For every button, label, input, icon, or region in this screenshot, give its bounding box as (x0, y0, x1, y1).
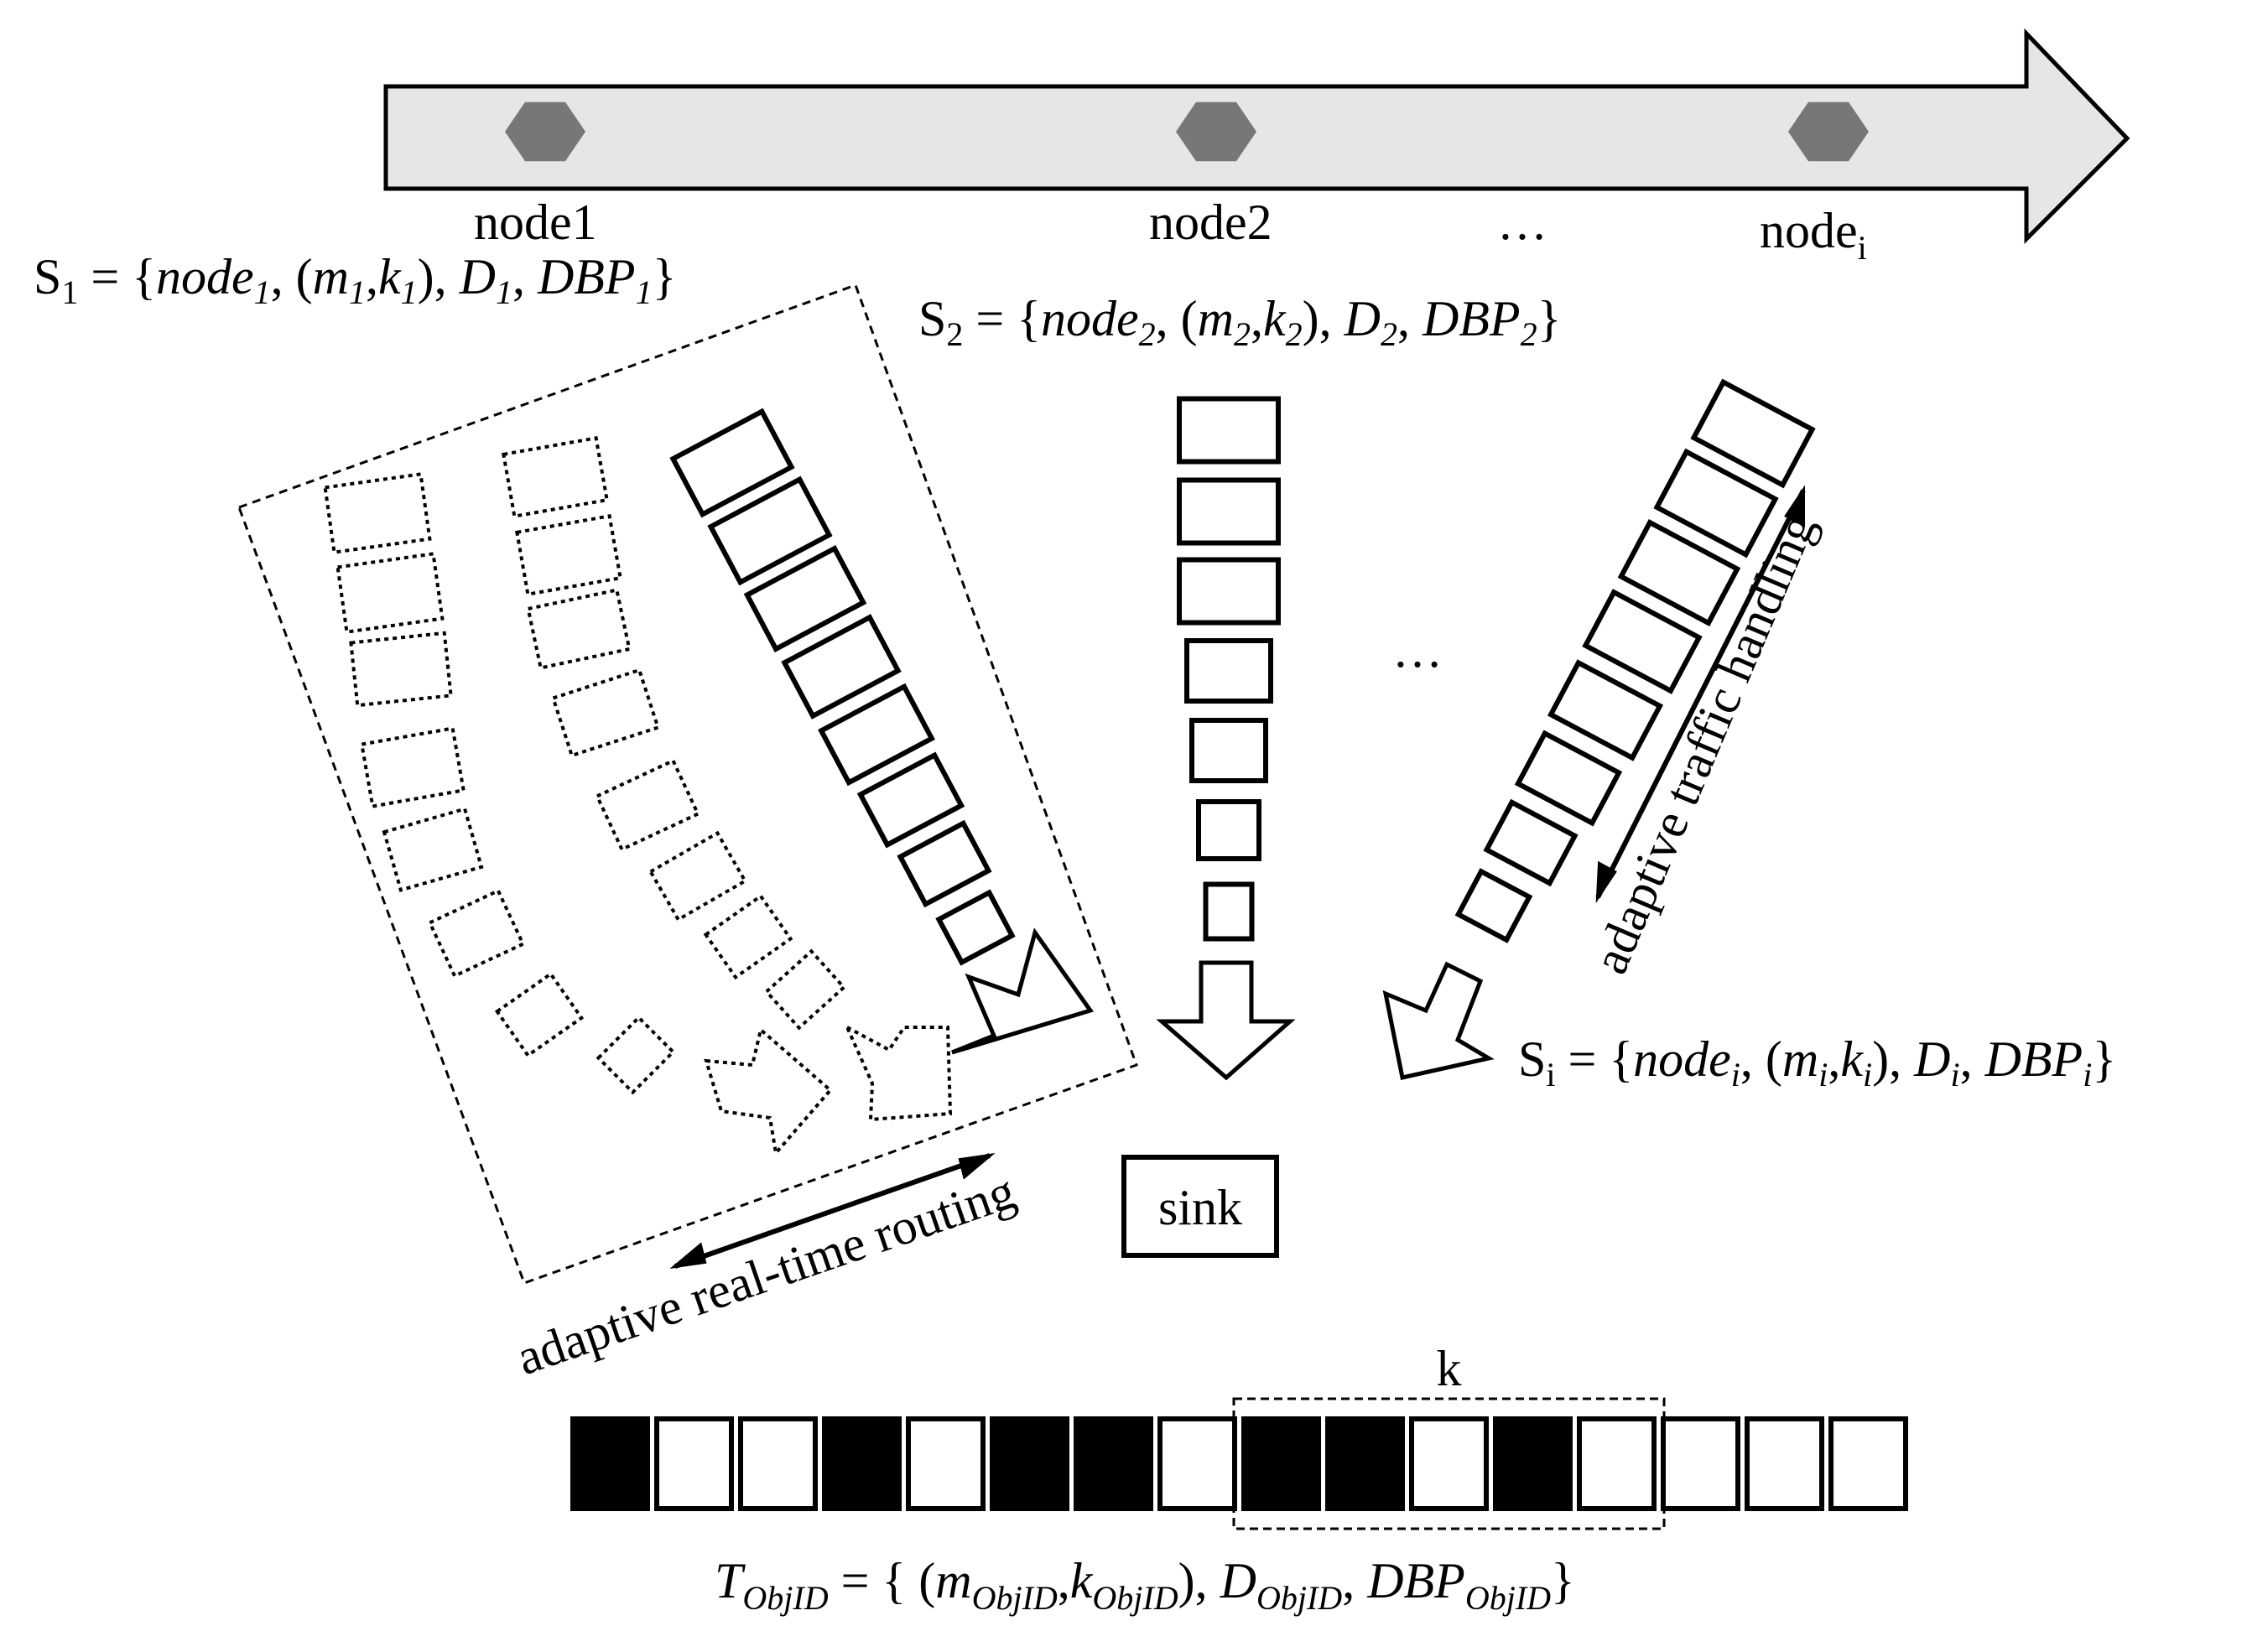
stream1-packet-0 (669, 408, 795, 518)
s2-formula: S2 = {node2, (m2,k2), D2, DBP2} (918, 291, 1561, 353)
timeline-arrow (383, 28, 2130, 245)
routing-label: adaptive real-time routing (510, 1163, 1022, 1385)
node1-label: node1 (474, 195, 597, 250)
stream3-packet-1 (1653, 448, 1779, 558)
stream1-packet-6 (897, 819, 992, 908)
routing-arrow (674, 1153, 991, 1269)
stream3-packet-4 (1547, 659, 1664, 761)
stream3-packet-3 (1582, 589, 1703, 694)
stream3-arrowhead (1382, 961, 1495, 1080)
node2-label: node2 (1149, 195, 1272, 250)
stream3-packet-7 (1454, 868, 1533, 943)
bit-cell (1074, 1416, 1153, 1511)
routing-arrow-head-right (958, 1153, 996, 1180)
stream1-packet-1 (707, 475, 833, 586)
bit-cell (1409, 1416, 1489, 1511)
dotted-a-packet-6 (494, 971, 585, 1058)
dotted-b-packet-5 (648, 830, 748, 922)
stream1-packet-5 (856, 751, 965, 849)
nodei-label: nodei (1760, 203, 1867, 267)
bit-cell (1157, 1416, 1237, 1511)
dotted-b-packet-7 (764, 948, 846, 1031)
traffic-arrow (1595, 489, 1806, 899)
stream1-packet-4 (818, 683, 935, 787)
stream2-packet-5 (1196, 799, 1261, 861)
bit-cell (1241, 1416, 1321, 1511)
stream2-packet-2 (1177, 557, 1281, 626)
stream3-packet-0 (1690, 378, 1816, 489)
dotted-a-packet-7 (596, 1015, 676, 1095)
sink-box (1121, 1155, 1279, 1258)
dotted-arrowhead-2 (843, 1023, 953, 1122)
stream1-packet-3 (781, 614, 902, 720)
bit-cell (822, 1416, 902, 1511)
stream2-packet-3 (1184, 638, 1273, 704)
k-label: k (1437, 1341, 1462, 1396)
routing-boundary (237, 283, 1138, 1285)
s1-formula: S1 = {node1, (m1,k1), D1, DBP1} (34, 249, 676, 311)
dotted-b-packet-4 (595, 758, 700, 852)
dotted-b-packet-2 (526, 588, 632, 670)
traffic-arrow-head-bottom (1595, 860, 1617, 904)
k-window (1232, 1397, 1666, 1530)
bit-cell (906, 1416, 986, 1511)
bit-cell (1828, 1416, 1908, 1511)
dotted-b-packet-0 (502, 436, 609, 518)
packet-streams (323, 378, 1816, 1095)
dotted-a-packet-0 (323, 472, 432, 554)
bit-string (570, 1416, 1908, 1511)
dotted-b-packet-6 (703, 893, 793, 980)
dotted-a-packet-2 (349, 631, 453, 708)
t-formula: TObjID = { (mObjID,kObjID), DObjID, DBPO… (715, 1553, 1575, 1617)
stream3-packet-2 (1617, 519, 1741, 626)
stream3-packet-5 (1514, 730, 1623, 827)
stream2-packet-0 (1177, 396, 1281, 465)
dotted-b-packet-1 (515, 514, 622, 596)
bit-cell (990, 1416, 1069, 1511)
dotted-a-packet-4 (382, 807, 484, 892)
node1-hexagon-icon (505, 101, 585, 162)
routing-arrow-head-left (669, 1242, 707, 1269)
dotted-a-packet-3 (360, 726, 466, 808)
bit-cell (1325, 1416, 1405, 1511)
stream3-packet-6 (1483, 798, 1579, 887)
stream2-packet-4 (1189, 718, 1268, 783)
dotted-b-packet-3 (550, 668, 661, 758)
stream1-packet-7 (935, 889, 1016, 966)
bit-cell (1493, 1416, 1573, 1511)
bit-cell (1745, 1416, 1824, 1511)
sink-label: sink (1158, 1180, 1242, 1235)
stream2-packet-6 (1203, 881, 1255, 942)
bit-cell (1661, 1416, 1740, 1511)
node2-hexagon-icon (1176, 101, 1256, 162)
bit-cell (654, 1416, 734, 1511)
dotted-a-packet-1 (335, 552, 445, 634)
traffic-arrow-head-top (1784, 485, 1805, 527)
dotted-arrowhead-1 (704, 1026, 833, 1157)
stream2-arrowhead (1156, 960, 1296, 1081)
middle-ellipsis: … (1392, 622, 1443, 678)
bit-cell (1577, 1416, 1657, 1511)
si-formula: Si = {nodei, (mi,ki), Di, DBPi} (1518, 1031, 2116, 1094)
dotted-a-packet-5 (427, 888, 526, 979)
stream1-packet-2 (743, 545, 867, 652)
bit-cell (738, 1416, 818, 1511)
stream1-arrowhead (951, 927, 1095, 1055)
stream2-packet-1 (1177, 477, 1281, 546)
nodei-hexagon-icon (1788, 101, 1869, 162)
timeline-ellipsis: … (1497, 195, 1547, 250)
bit-cell (570, 1416, 650, 1511)
